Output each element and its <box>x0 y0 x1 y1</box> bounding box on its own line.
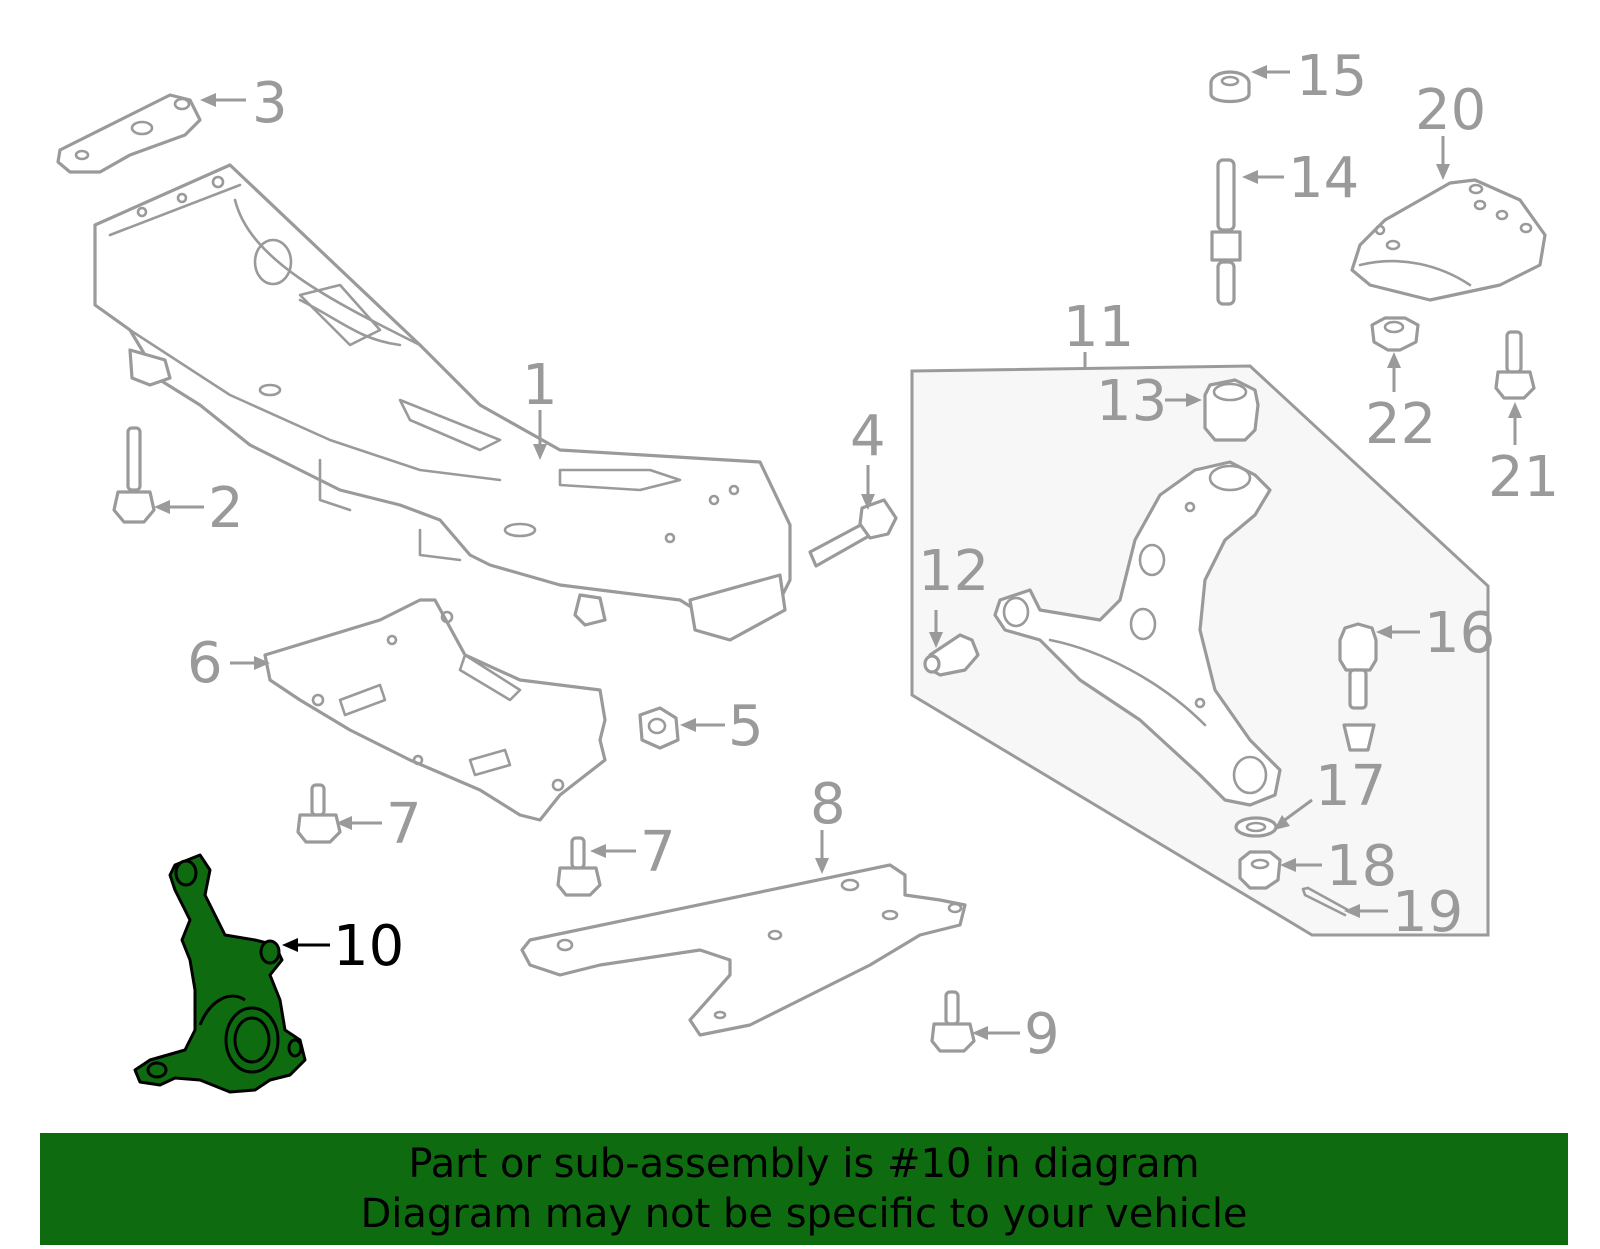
lower-control-arm <box>993 460 1282 807</box>
part-7-bolt-left <box>296 783 342 844</box>
part-10-steering-knuckle[interactable] <box>133 853 307 1094</box>
callout-13: 13 <box>1096 369 1167 434</box>
info-banner: Part or sub-assembly is #10 in diagram D… <box>40 1133 1568 1245</box>
part-18-nut <box>1238 850 1282 890</box>
part-5-nut <box>638 706 680 750</box>
part-6-skid-plate <box>263 598 607 822</box>
callout-14: 14 <box>1288 146 1359 211</box>
parts-diagram: 3 1 2 4 5 6 7 7 8 9 10 11 12 13 14 15 16… <box>56 44 1559 1094</box>
part-12-bushing <box>923 633 980 677</box>
callout-2: 2 <box>208 476 244 541</box>
banner-line-2: Diagram may not be specific to your vehi… <box>360 1191 1248 1237</box>
part-7-bolt-center <box>556 836 602 897</box>
callout-12: 12 <box>918 539 989 604</box>
part-14-stud <box>1210 158 1242 306</box>
part-4-bolt <box>808 498 898 568</box>
callout-7-center: 7 <box>640 820 676 885</box>
callout-9: 9 <box>1024 1002 1060 1067</box>
part-1-subframe <box>93 163 792 642</box>
callout-16: 16 <box>1424 601 1495 666</box>
part-15-washer <box>1209 70 1251 104</box>
part-20-bracket <box>1350 178 1547 302</box>
callout-19: 19 <box>1392 880 1463 945</box>
part-2-bolt <box>112 426 156 524</box>
callout-10: 10 <box>333 914 404 979</box>
part-3-bracket <box>56 93 202 174</box>
callout-7-left: 7 <box>386 792 422 857</box>
callout-labels: 3 1 2 4 5 6 7 7 8 9 10 11 12 13 14 15 16… <box>187 44 1559 1067</box>
part-16-ball-joint <box>1338 622 1378 752</box>
part-13-bushing <box>1203 378 1260 442</box>
callout-11: 11 <box>1063 295 1134 360</box>
callout-20: 20 <box>1415 78 1486 143</box>
callout-4: 4 <box>850 404 886 469</box>
callout-18: 18 <box>1326 834 1397 899</box>
callout-8: 8 <box>810 772 846 837</box>
part-21-bolt <box>1494 330 1536 400</box>
callout-6: 6 <box>187 631 223 696</box>
callout-22: 22 <box>1365 392 1436 457</box>
part-9-bolt <box>930 990 976 1053</box>
part-8-brace <box>520 863 967 1037</box>
part-22-nut <box>1370 316 1420 352</box>
callout-15: 15 <box>1296 44 1367 109</box>
callout-1: 1 <box>522 353 558 418</box>
callout-3: 3 <box>252 71 288 136</box>
callout-21: 21 <box>1488 445 1559 510</box>
callout-17: 17 <box>1315 754 1386 819</box>
part-19-cotter-pin <box>1301 886 1350 917</box>
part-17-washer <box>1234 816 1278 838</box>
banner-line-1: Part or sub-assembly is #10 in diagram <box>408 1141 1200 1187</box>
callout-5: 5 <box>728 694 764 759</box>
leader-lines <box>154 65 1522 1040</box>
